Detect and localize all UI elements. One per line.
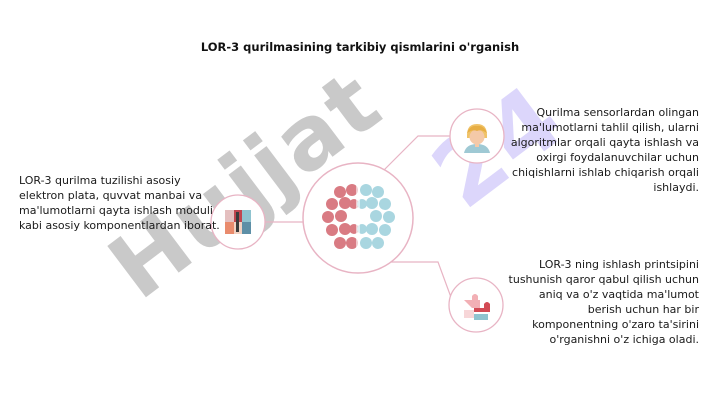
puzzle-icon [464, 294, 490, 320]
left-description: LOR-3 qurilma tuzilishi asosiy elektron … [19, 174, 220, 232]
slide-title: LOR-3 qurilmasining tarkibiy qismlarini … [200, 40, 520, 54]
right-bottom-description: LOR-3 ning ishlash printsipini tushunish… [508, 258, 699, 346]
connector-top-right [381, 135, 452, 173]
components-icon [225, 210, 251, 234]
brain-icon [322, 184, 395, 249]
connector-bottom-right [386, 261, 453, 301]
right-top-description: Qurilma sensorlardan olingan ma'lumotlar… [510, 106, 699, 194]
person-icon [464, 124, 490, 153]
